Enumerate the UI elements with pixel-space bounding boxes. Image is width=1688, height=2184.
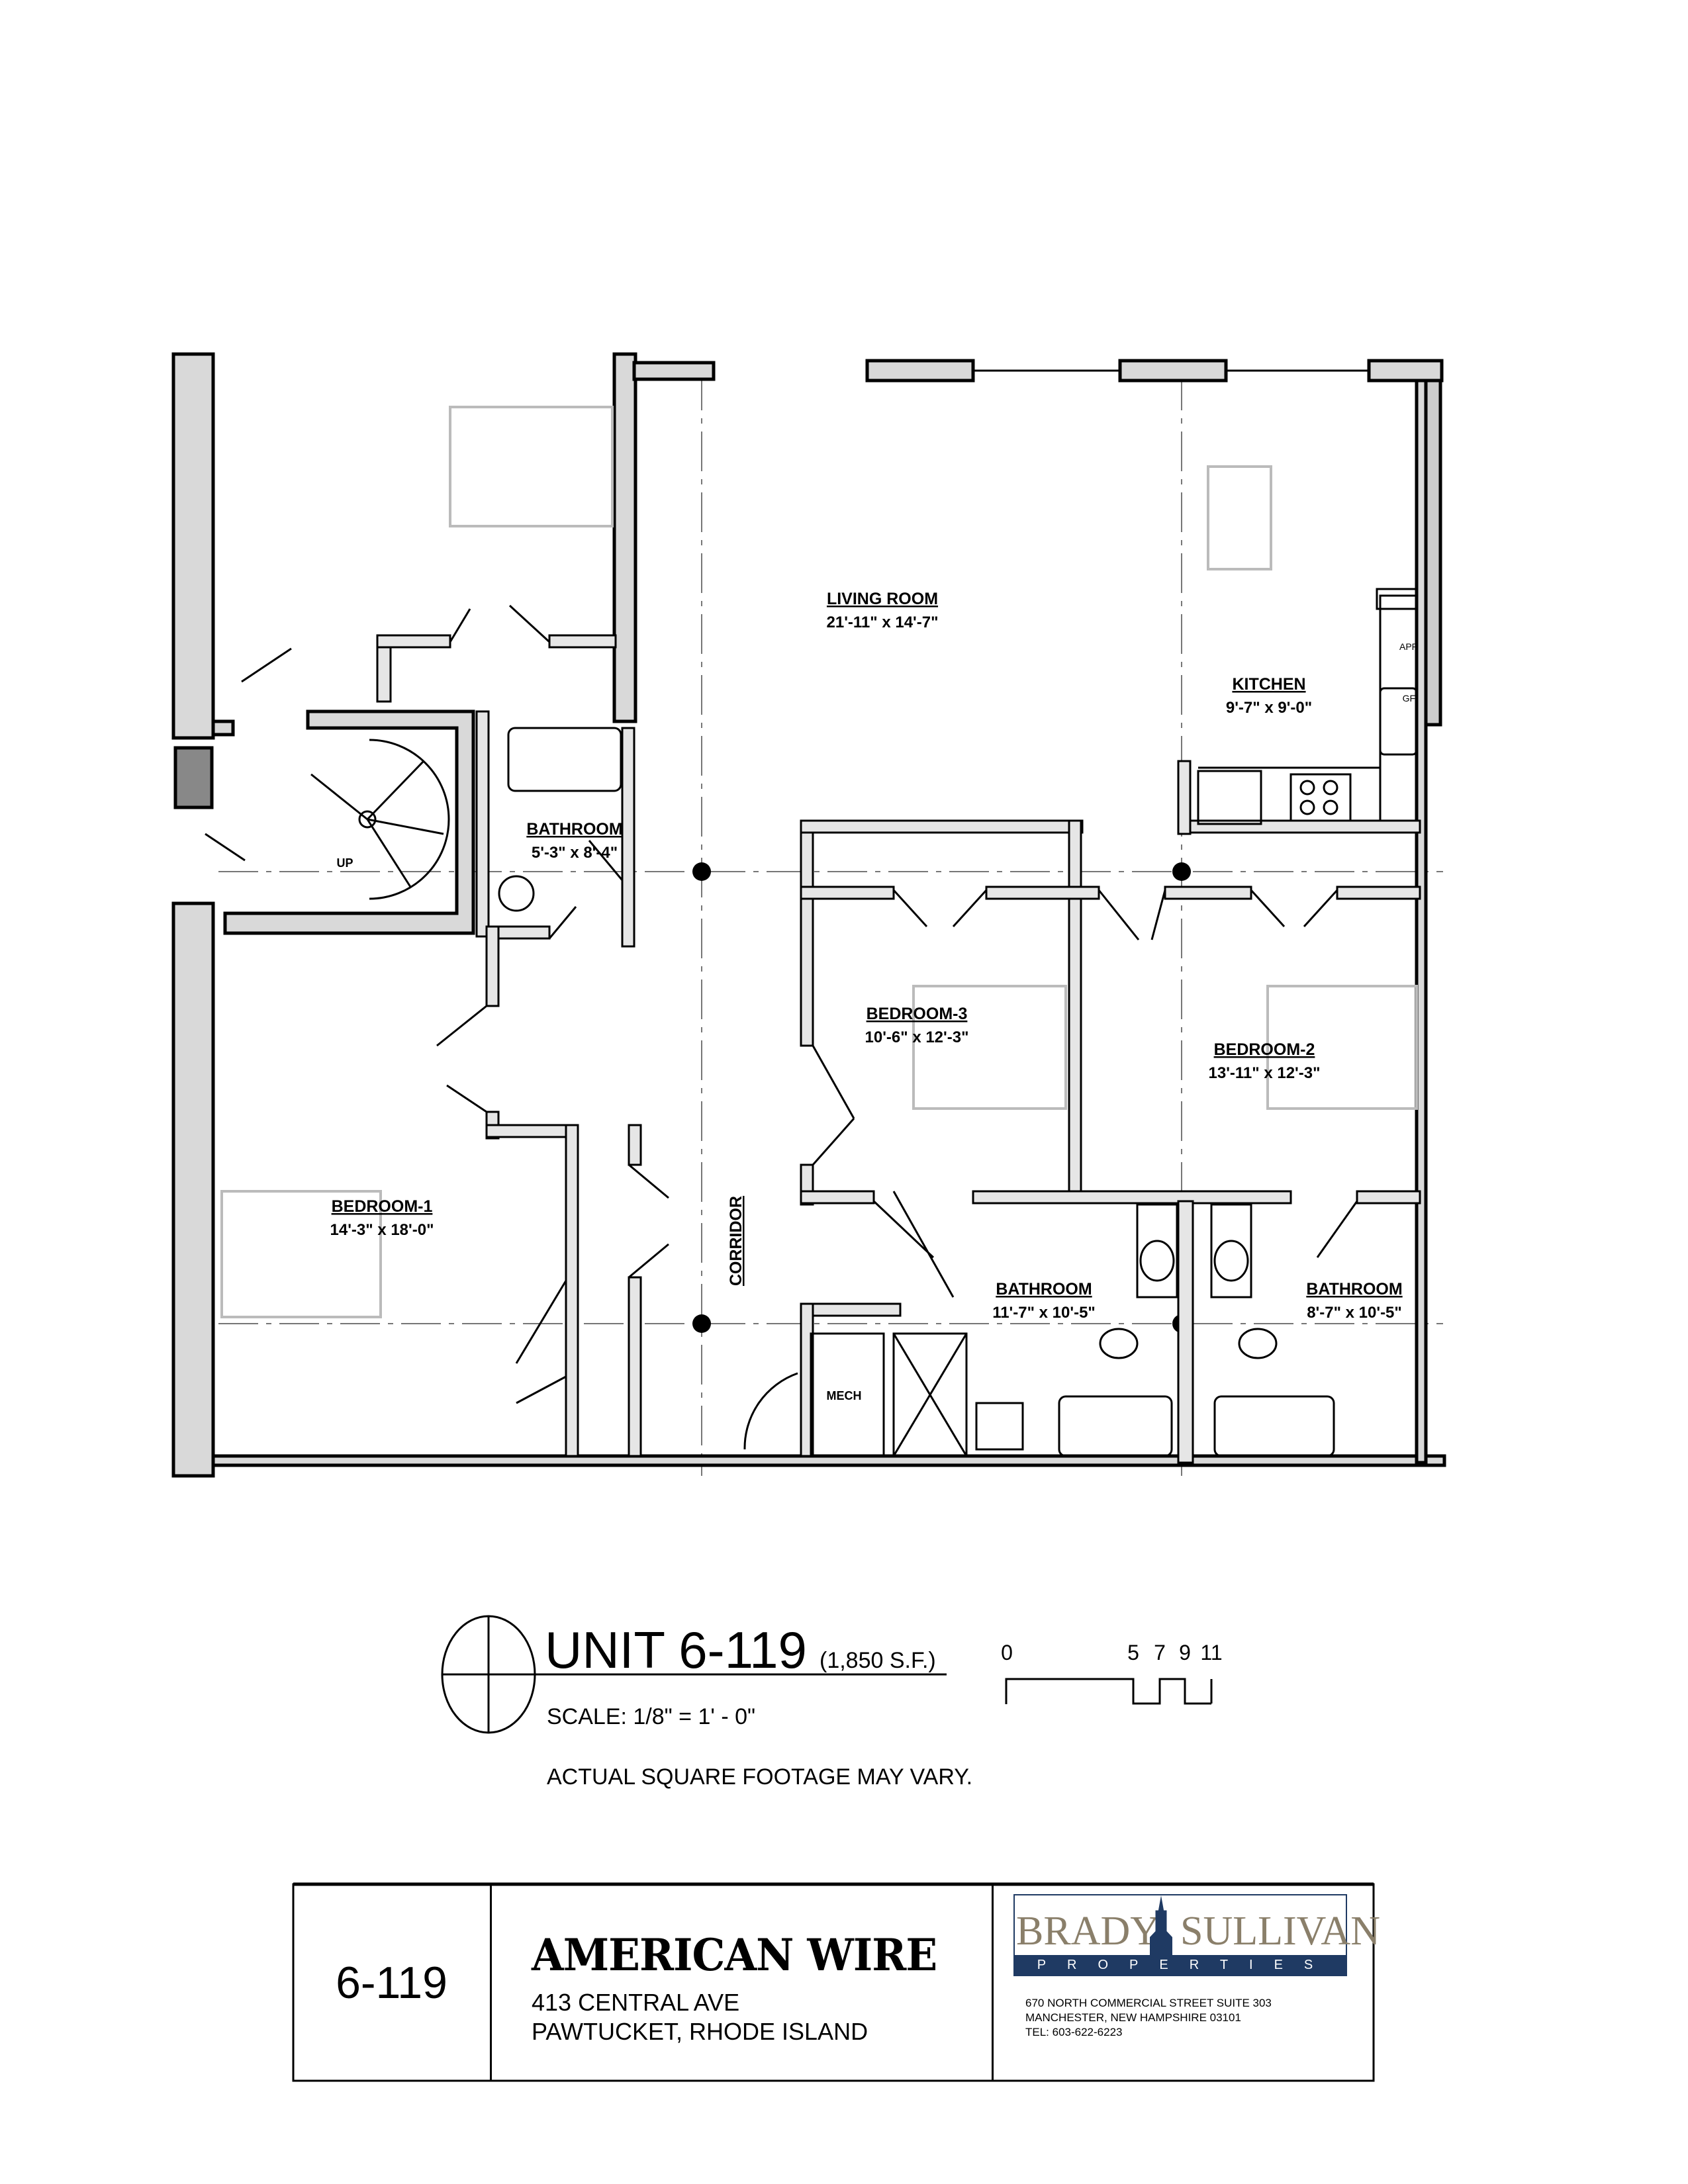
svg-text:9'-7" x 9'-0": 9'-7" x 9'-0"	[1226, 699, 1312, 717]
address-line-2: PAWTUCKET, RHODE ISLAND	[532, 2018, 868, 2045]
svg-text:BATHROOM: BATHROOM	[996, 1280, 1092, 1298]
room-bathroom-small: BATHROOM 5'-3" x 8'-4"	[526, 820, 622, 862]
room-bathroom-2: BATHROOM 8'-7" x 10'-5"	[1306, 1280, 1402, 1322]
svg-text:5'-3" x 8'-4": 5'-3" x 8'-4"	[532, 844, 618, 862]
furniture	[220, 406, 1418, 1318]
logo-word-sullivan: SULLIVAN	[1180, 1909, 1380, 1954]
refrigerator	[1197, 770, 1262, 825]
scale-tick: 5	[1127, 1641, 1139, 1664]
svg-text:BEDROOM-1: BEDROOM-1	[332, 1197, 433, 1216]
unit-number: 6-119	[336, 1957, 447, 2008]
mech-label: MECH	[827, 1389, 862, 1402]
svg-text:LIVING ROOM: LIVING ROOM	[827, 590, 938, 608]
title-block	[292, 1882, 1375, 2082]
scale-tick: 9	[1179, 1641, 1191, 1664]
svg-text:BEDROOM-2: BEDROOM-2	[1214, 1040, 1315, 1059]
toilet	[498, 875, 535, 912]
svg-text:11'-7" x 10'-5": 11'-7" x 10'-5"	[992, 1304, 1096, 1322]
scale-tick: 11	[1200, 1641, 1222, 1664]
bathtub	[507, 727, 622, 792]
stair-up-label: UP	[336, 856, 353, 870]
washer	[1136, 1203, 1178, 1298]
exterior-walls	[171, 352, 1446, 1478]
room-bedroom-3: BEDROOM-3 10'-6" x 12'-3"	[865, 1005, 969, 1046]
company-phone: TEL: 603-622-6223	[1025, 2026, 1123, 2038]
company-address-2: MANCHESTER, NEW HAMPSHIRE 03101	[1025, 2011, 1241, 2024]
room-labels: LIVING ROOM 21'-11" x 14'-7" KITCHEN 9'-7"…	[330, 590, 1403, 1322]
drawing-title: UNIT 6-119 (1,850 S.F.) SCALE: 1/8" = 1'…	[441, 1615, 1223, 1790]
svg-text:14'-3" x 18'-0": 14'-3" x 18'-0"	[330, 1221, 434, 1239]
svg-text:13'-11" x 12'-3": 13'-11" x 12'-3"	[1209, 1064, 1321, 1082]
spiral-stair: UP	[211, 709, 475, 935]
outlet-label-app: APP	[1399, 641, 1418, 652]
shower	[892, 1332, 968, 1457]
doors	[205, 604, 1358, 1450]
room-bathroom-main: BATHROOM 11'-7" x 10'-5"	[992, 1280, 1096, 1322]
unit-number-cell: 6-119	[293, 1884, 492, 2081]
bathtub	[1213, 1395, 1335, 1457]
column-marker	[692, 862, 711, 881]
svg-text:KITCHEN: KITCHEN	[1232, 675, 1305, 694]
scale-tick: 0	[1001, 1641, 1013, 1664]
logo-tagline: PROPERTIES	[1015, 1955, 1346, 1975]
room-kitchen: KITCHEN 9'-7" x 9'-0"	[1226, 675, 1312, 717]
dryer	[1210, 1203, 1252, 1298]
room-bedroom-2: BEDROOM-2 13'-11" x 12'-3"	[1209, 1040, 1321, 1082]
column-marker	[692, 1314, 711, 1333]
toilet	[1238, 1328, 1278, 1359]
brady-sullivan-logo: BRADY SULLIVAN PROPERTIES	[1013, 1894, 1380, 1976]
fixtures: MECH APP GFI	[498, 588, 1418, 1457]
svg-text:8'-7" x 10'-5": 8'-7" x 10'-5"	[1307, 1304, 1402, 1322]
logo-word-brady: BRADY	[1016, 1909, 1160, 1954]
svg-text:BEDROOM-3: BEDROOM-3	[867, 1005, 968, 1023]
scale-tick: 7	[1154, 1641, 1166, 1664]
column-marker	[1172, 862, 1191, 881]
interior-walls	[376, 634, 1421, 1464]
address-line-1: 413 CENTRAL AVE	[532, 1989, 740, 2016]
svg-text:21'-11" x 14'-7": 21'-11" x 14'-7"	[827, 614, 939, 631]
bathtub	[1058, 1395, 1173, 1457]
unit-area: (1,850 S.F.)	[820, 1648, 936, 1673]
corridor-label: CORRIDOR	[727, 1196, 745, 1286]
company-address-1: 670 NORTH COMMERCIAL STREET SUITE 303	[1025, 1997, 1272, 2009]
svg-text:BATHROOM: BATHROOM	[1306, 1280, 1402, 1298]
property-name: AMERICAN WIRE	[532, 1929, 937, 1981]
toilet	[1099, 1328, 1139, 1359]
unit-title: UNIT 6-119	[545, 1621, 807, 1679]
svg-text:BATHROOM: BATHROOM	[526, 820, 622, 839]
title-block-content: 6-119 AMERICAN WIRE 413 CENTRAL AVE PAWT…	[293, 1884, 1380, 2081]
outlet-label-gfi: GFI	[1403, 693, 1418, 704]
svg-text:10'-6" x 12'-3": 10'-6" x 12'-3"	[865, 1028, 969, 1046]
company-cell: BRADY SULLIVAN PROPERTIES 670 NORTH COMM…	[994, 1884, 1380, 2081]
scale-label: SCALE: 1/8" = 1' - 0"	[547, 1704, 755, 1729]
mech-closet	[810, 1332, 885, 1457]
room-living-room: LIVING ROOM 21'-11" x 14'-7"	[827, 590, 939, 631]
sink	[975, 1402, 1024, 1451]
disclaimer: ACTUAL SQUARE FOOTAGE MAY VARY.	[547, 1764, 972, 1790]
room-bedroom-1: BEDROOM-1 14'-3" x 18'-0"	[330, 1197, 434, 1239]
property-cell: AMERICAN WIRE 413 CENTRAL AVE PAWTUCKET,…	[492, 1884, 994, 2081]
scale-bar: 0 5 7 9 11	[1001, 1641, 1223, 1705]
